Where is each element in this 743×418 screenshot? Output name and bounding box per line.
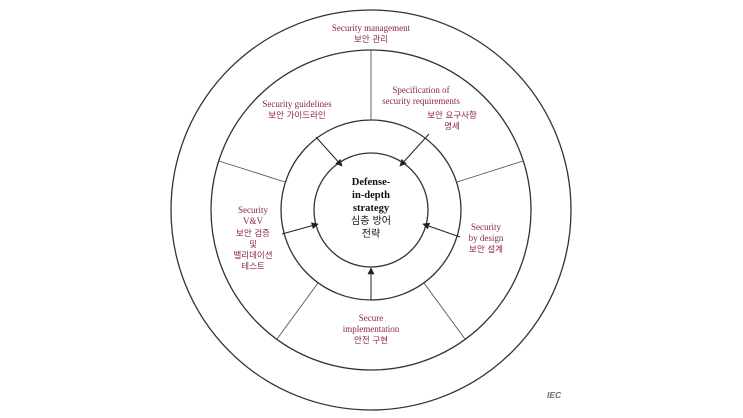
core-line-ko-2: 전략 — [362, 228, 380, 240]
vv-label-ko-3: 밸리데이션 — [233, 250, 272, 261]
arrow-guidelines — [315, 136, 343, 167]
arrow-requirements — [399, 133, 430, 167]
core-line-2: in-depth — [352, 190, 390, 201]
vv-label-ko-1: 보안 검증 — [236, 228, 270, 239]
iec-watermark: IEC — [547, 390, 562, 400]
design-label-1: Security — [471, 222, 501, 232]
arrow-design — [422, 222, 461, 238]
design-label-2: by design — [469, 233, 504, 243]
implementation-label-2: implementation — [343, 324, 400, 334]
implementation-label-ko: 안전 구현 — [354, 335, 388, 346]
segment-design: Security by design 보안 설계 — [469, 222, 504, 255]
segment-guidelines: Security guidelines 보안 가이드라인 — [262, 99, 332, 121]
requirements-label-1: Specification of — [392, 85, 449, 95]
implementation-label-1: Secure — [359, 313, 384, 323]
outer-ring-label-ko: 보안 관리 — [354, 34, 388, 45]
guidelines-label: Security guidelines — [262, 99, 332, 109]
divider-upper-left — [218, 160, 286, 183]
requirements-label-ko-2: 명세 — [444, 121, 460, 132]
core-line-ko-1: 심층 방어 — [351, 215, 391, 227]
arrow-vv — [281, 222, 319, 235]
vv-label-2: V&V — [243, 216, 264, 226]
core-line-1: Defense- — [352, 177, 391, 188]
vv-label-ko-2: 및 — [249, 239, 257, 250]
core-line-3: strategy — [353, 203, 390, 214]
core-label: Defense- in-depth strategy 심층 방어 전략 — [351, 177, 391, 240]
outer-ring-label: Security management — [332, 23, 411, 33]
requirements-label-ko-1: 보안 요구사항 — [427, 110, 477, 121]
divider-lower-left — [276, 282, 319, 340]
outer-ring — [170, 9, 572, 411]
divider-lower-right — [423, 282, 466, 340]
segment-implementation: Secure implementation 안전 구현 — [343, 313, 400, 346]
vv-label-1: Security — [238, 205, 268, 215]
core-circle — [313, 152, 429, 268]
design-label-ko: 보안 설계 — [469, 244, 503, 255]
vv-label-ko-4: 테스트 — [241, 262, 265, 272]
segment-vv: Security V&V 보안 검증 및 밸리데이션 테스트 — [233, 205, 272, 272]
guidelines-label-ko: 보안 가이드라인 — [268, 110, 325, 121]
requirements-label-2: security requirements — [382, 96, 460, 106]
divider-upper-right — [456, 160, 524, 183]
segment-requirements: Specification of security requirements 보… — [382, 85, 477, 132]
